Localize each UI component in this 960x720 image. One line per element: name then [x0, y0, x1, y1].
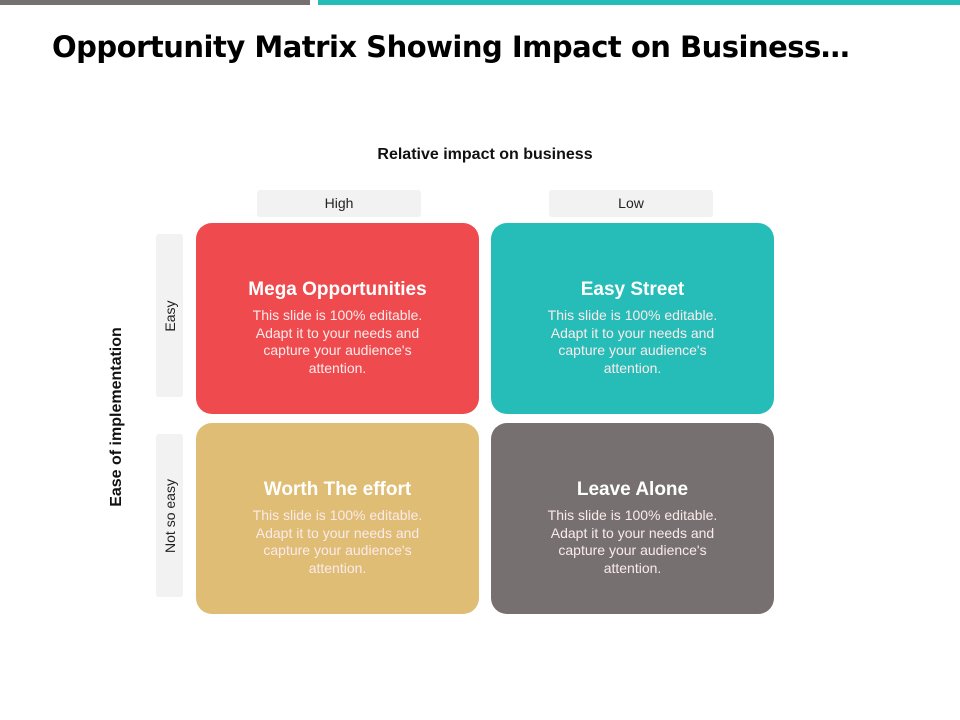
row-label-not-so-easy-text: Not so easy: [161, 478, 178, 553]
y-axis-title: Ease of implementation: [108, 327, 125, 507]
quadrant-text: This slide is 100% editable. Adapt it to…: [252, 307, 423, 376]
quadrant-title: Mega Opportunities: [248, 279, 427, 300]
quadrant-worth-the-effort: Worth The effort This slide is 100% edit…: [196, 423, 479, 614]
top-bar-teal: [318, 0, 960, 5]
top-bar-gray: [0, 0, 310, 5]
row-label-not-so-easy: Not so easy: [156, 434, 183, 597]
quadrant-title: Easy Street: [580, 279, 685, 300]
quadrant-title: Leave Alone: [576, 479, 689, 500]
quadrant-easy-street: Easy Street This slide is 100% editable.…: [491, 223, 774, 414]
page-title: Opportunity Matrix Showing Impact on Bus…: [52, 30, 850, 64]
quadrant-text: This slide is 100% editable. Adapt it to…: [547, 507, 718, 576]
x-axis-title: Relative impact on business: [377, 146, 593, 163]
row-label-easy: Easy: [156, 234, 183, 397]
quadrant-title: Worth The effort: [263, 479, 412, 500]
column-label-low: Low: [549, 190, 713, 217]
quadrant-text: This slide is 100% editable. Adapt it to…: [547, 307, 718, 376]
quadrant-mega-opportunities: Mega Opportunities This slide is 100% ed…: [196, 223, 479, 414]
row-label-easy-text: Easy: [161, 299, 178, 332]
quadrant-leave-alone: Leave Alone This slide is 100% editable.…: [491, 423, 774, 614]
quadrant-text: This slide is 100% editable. Adapt it to…: [252, 507, 423, 576]
column-label-high: High: [257, 190, 421, 217]
